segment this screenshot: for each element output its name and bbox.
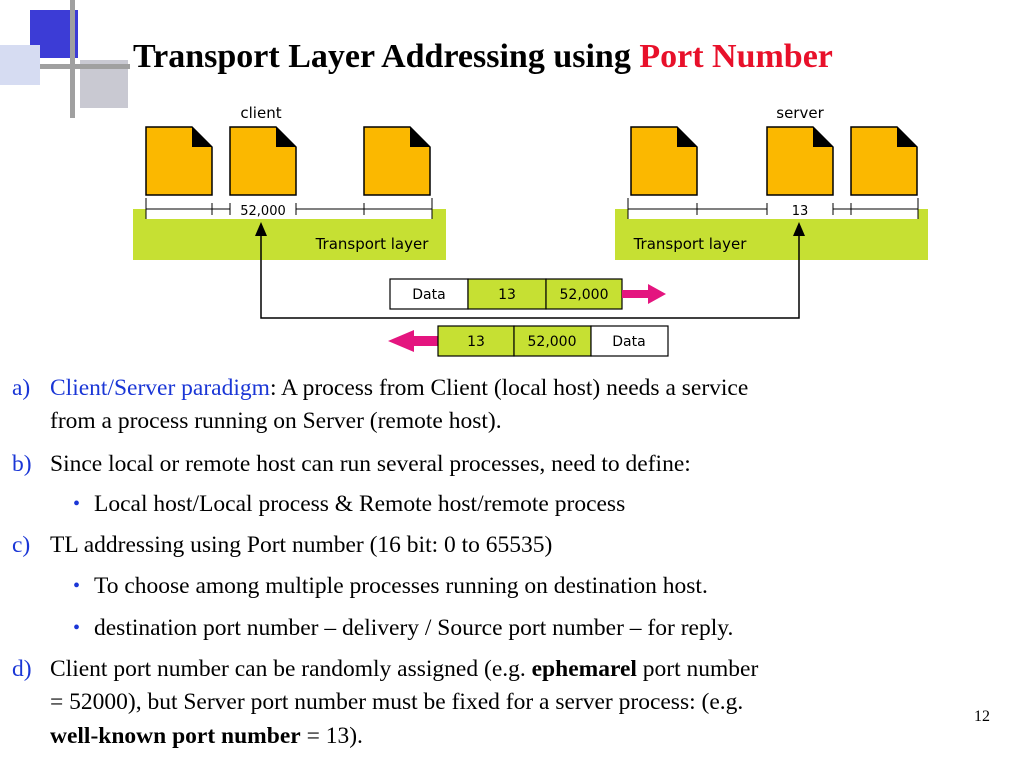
packet-out-data: Data xyxy=(412,287,445,303)
sub-bullet-dot: • xyxy=(73,617,81,639)
deco-light-square xyxy=(0,45,40,85)
server-transport-layer: 13 Transport layer xyxy=(615,198,928,260)
client-transport-layer: 52,000 Transport layer xyxy=(133,198,446,260)
bullet-d-line3: well-known port number = 13). xyxy=(50,721,363,751)
bullet-d-term1: ephemarel xyxy=(531,656,637,682)
bullet-a-term: Client/Server paradigm xyxy=(50,375,270,401)
bullet-a-text1: : A process from Client (local host) nee… xyxy=(269,375,749,401)
server-label: server xyxy=(776,104,824,122)
packet-back-src-port: 52,000 xyxy=(528,334,577,350)
server-process-2 xyxy=(766,126,834,196)
packet-back-dest-port: 13 xyxy=(467,334,485,350)
bullet-d-line1: Client port number can be randomly assig… xyxy=(50,654,758,684)
bullet-d-term2: well-known port number xyxy=(50,723,301,749)
client-label: client xyxy=(240,104,281,122)
packet-return: 13 52,000 Data xyxy=(388,325,669,357)
bullet-d-text1b: port number xyxy=(636,656,759,682)
server-port-number: 13 xyxy=(792,204,809,219)
packet-back-arrow xyxy=(388,330,438,352)
client-process-1 xyxy=(145,126,213,196)
packet-out-src-port: 52,000 xyxy=(560,287,609,303)
bullet-d-line2: = 52000), but Server port number must be… xyxy=(50,689,744,715)
client-process-2 xyxy=(229,126,297,196)
server-layer-label: Transport layer xyxy=(633,235,748,253)
title-main: Transport Layer Addressing using xyxy=(133,38,640,75)
bullet-b-marker: b) xyxy=(12,451,32,477)
sub-bullet-dot: • xyxy=(73,575,81,597)
server-process-1 xyxy=(630,126,698,196)
page-title: Transport Layer Addressing using Port Nu… xyxy=(133,38,833,76)
bullet-c-text: TL addressing using Port number (16 bit:… xyxy=(50,532,553,558)
bullet-d-text1a: Client port number can be randomly assig… xyxy=(50,656,532,682)
bullet-d-text3b: = 13). xyxy=(300,723,363,749)
packet-outgoing: Data 13 52,000 xyxy=(389,278,666,310)
bullet-c-sub2: destination port number – delivery / Sou… xyxy=(94,615,734,641)
client-arrowhead xyxy=(255,222,267,236)
bullet-c-sub1: To choose among multiple processes runni… xyxy=(94,573,708,599)
title-accent: Port Number xyxy=(639,38,833,75)
connection-lines xyxy=(260,232,800,319)
client-process-3 xyxy=(363,126,431,196)
packet-out-arrow xyxy=(622,284,666,304)
server-process-3 xyxy=(850,126,918,196)
bullet-b-sub1: Local host/Local process & Remote host/r… xyxy=(94,491,626,517)
deco-gray-hline xyxy=(40,64,130,69)
server-arrowhead xyxy=(793,222,805,236)
sub-bullet-dot: • xyxy=(73,493,81,515)
bullet-c-marker: c) xyxy=(12,532,31,558)
bullet-a-marker: a) xyxy=(12,375,31,401)
deco-gray-vline xyxy=(70,0,75,118)
client-layer-label: Transport layer xyxy=(315,235,430,253)
corner-decoration xyxy=(0,0,130,120)
page-number: 12 xyxy=(974,708,990,725)
bullet-a-line1: Client/Server paradigm: A process from C… xyxy=(50,373,748,403)
packet-back-data: Data xyxy=(612,334,645,350)
port-diagram: client server 52,000 Transport layer 13 … xyxy=(133,104,928,357)
client-port-number: 52,000 xyxy=(240,204,286,219)
packet-out-dest-port: 13 xyxy=(498,287,516,303)
bullet-b-text: Since local or remote host can run sever… xyxy=(50,451,691,477)
bullet-d-marker: d) xyxy=(12,656,32,682)
bullet-a-line2: from a process running on Server (remote… xyxy=(50,408,502,434)
